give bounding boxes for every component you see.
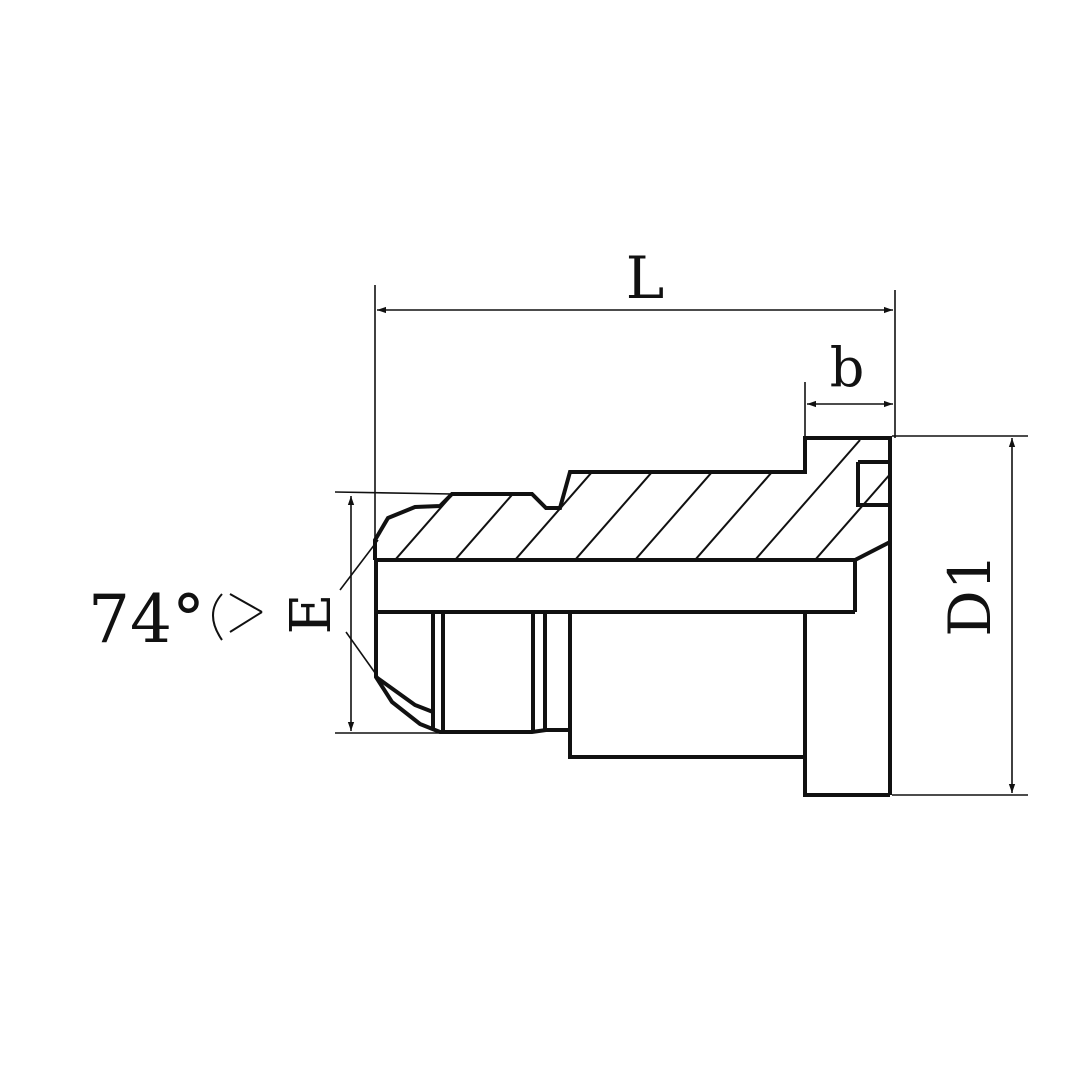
groove-2 bbox=[531, 612, 547, 730]
label-b: b bbox=[830, 336, 865, 399]
upper-outline bbox=[373, 436, 892, 795]
E-extension-top bbox=[334, 491, 453, 495]
cone-line-upper bbox=[339, 539, 379, 591]
cone-chamfer bbox=[374, 675, 434, 714]
seal-groove bbox=[856, 460, 890, 507]
groove-1 bbox=[431, 612, 445, 732]
label-L: L bbox=[626, 244, 665, 312]
dimension-L bbox=[374, 285, 896, 540]
cone-line-lower bbox=[345, 631, 379, 678]
dimension-E bbox=[334, 491, 453, 734]
dimension-b bbox=[804, 382, 893, 438]
label-cone-angle: 74° bbox=[88, 581, 205, 658]
label-D1: D1 bbox=[936, 553, 1004, 636]
angle-indicator bbox=[212, 593, 263, 641]
dimension-D1 bbox=[892, 435, 1028, 796]
label-E: E bbox=[279, 594, 344, 635]
angle-arc bbox=[212, 593, 223, 641]
inner-chamfer bbox=[854, 540, 891, 562]
fitting-body bbox=[373, 436, 892, 797]
lower-outline bbox=[374, 612, 890, 797]
angle-cone-icon bbox=[229, 593, 263, 633]
